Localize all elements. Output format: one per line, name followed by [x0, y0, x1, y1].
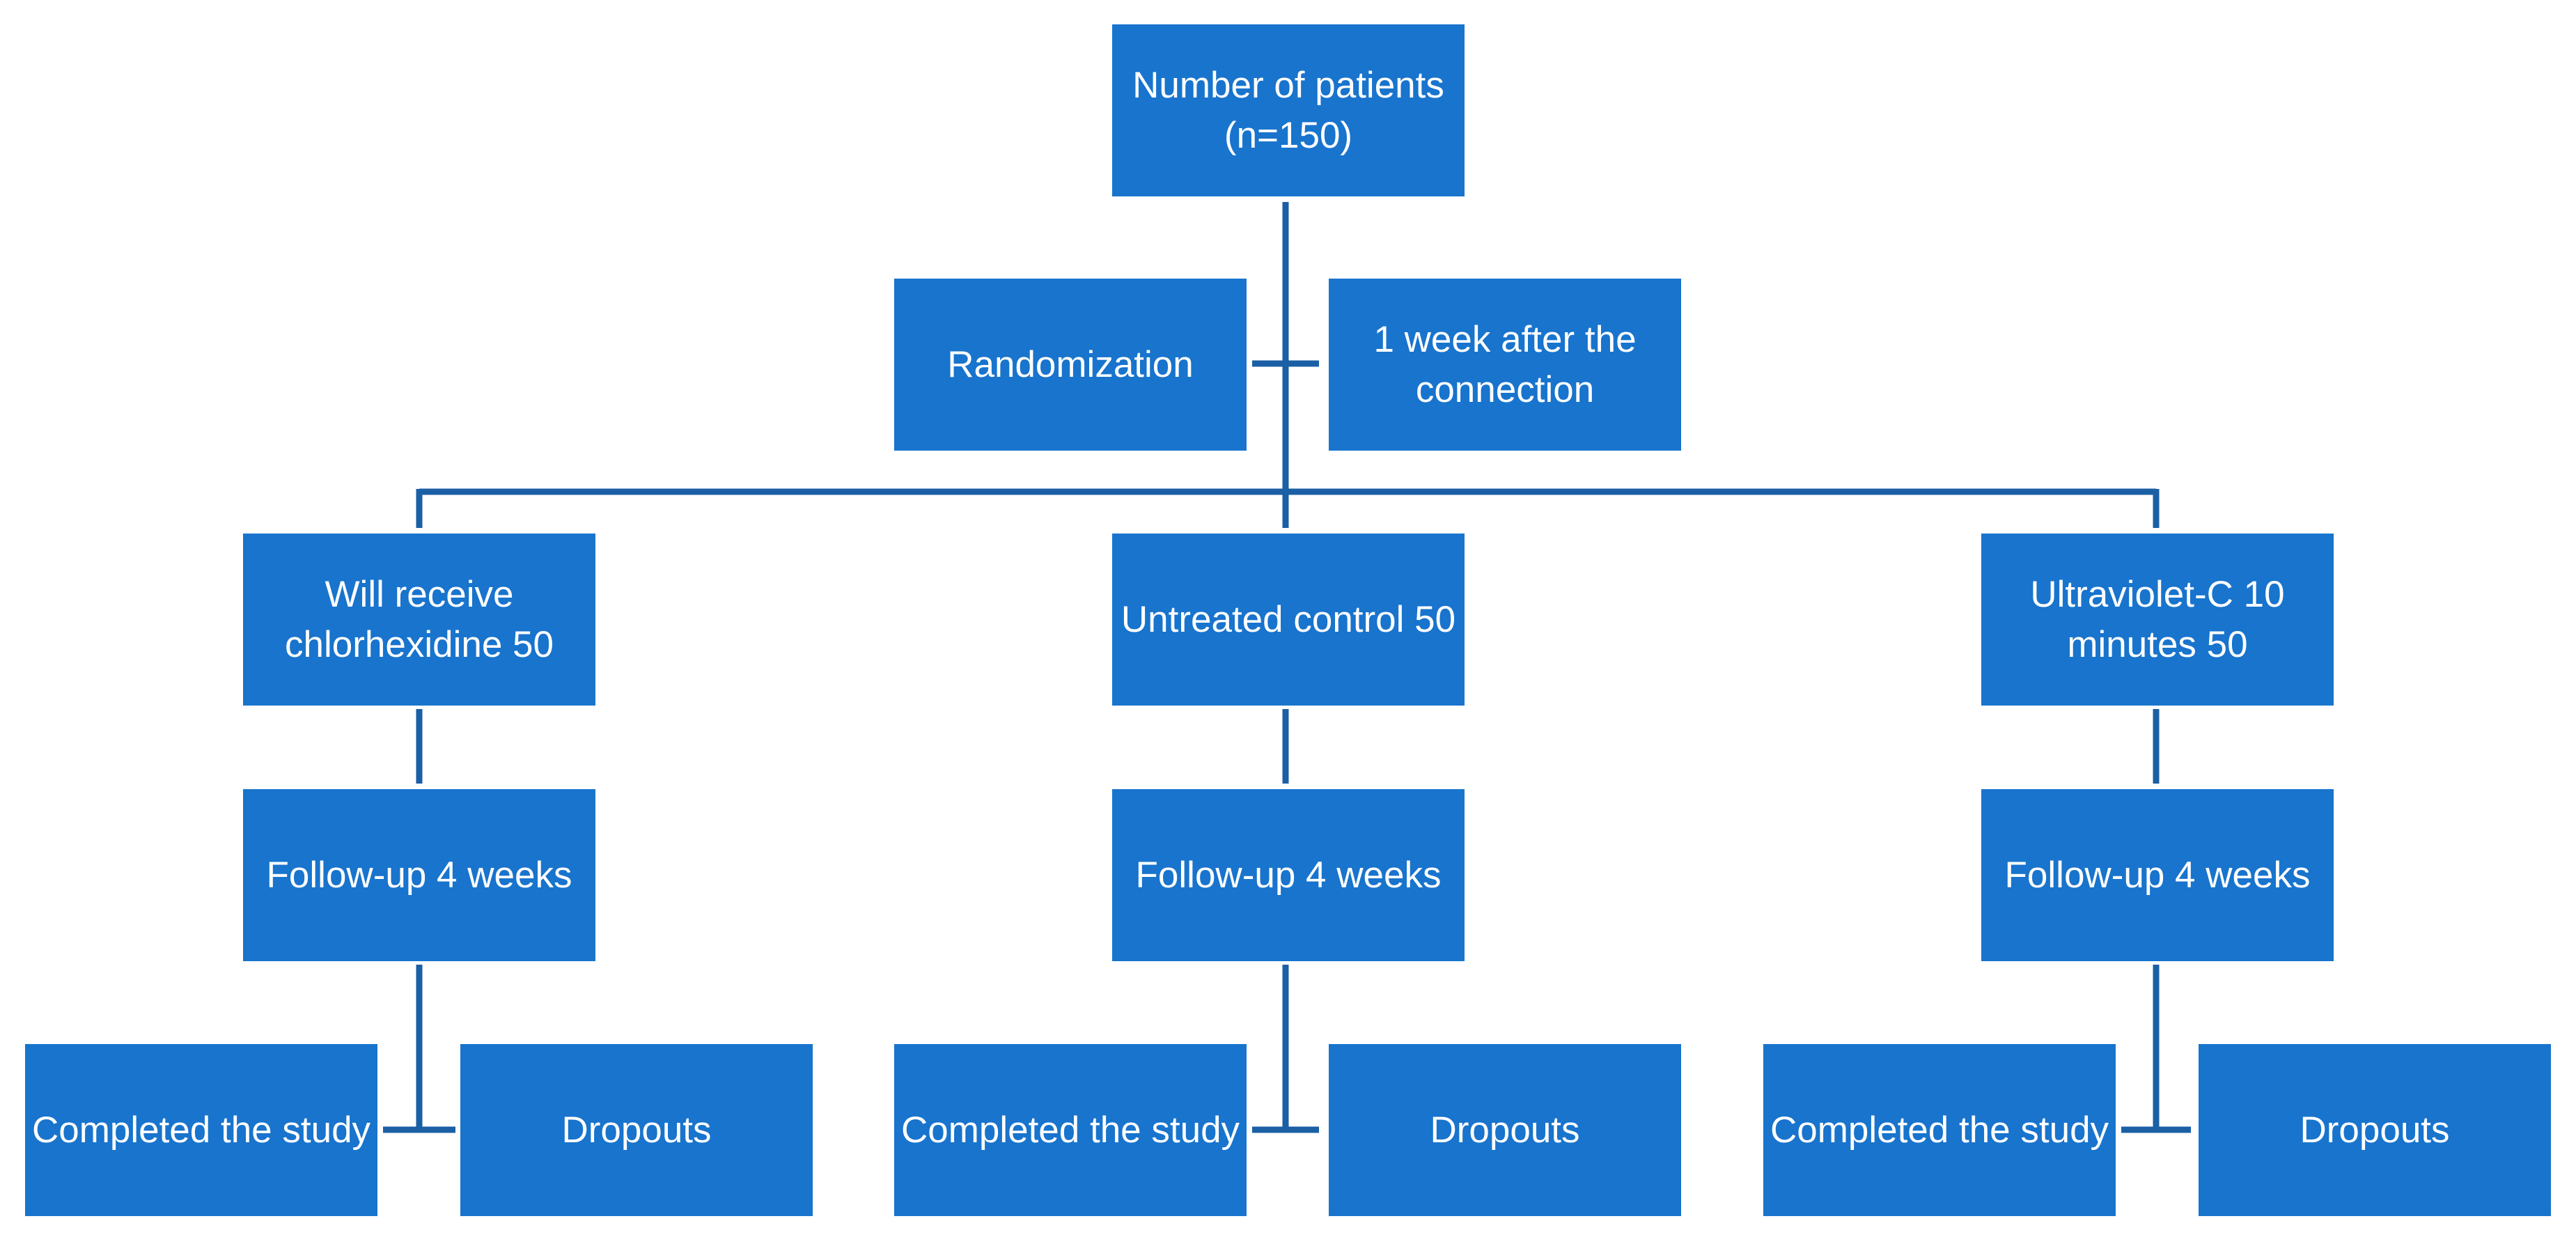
timing-node: 1 week after the connection: [1329, 279, 1681, 451]
dropouts-label-1: Dropouts: [561, 1109, 712, 1151]
arm-ultraviolet-c-label: Ultraviolet-C 10 minutes 50: [2030, 573, 2285, 665]
root-node: Number of patients (n=150): [1112, 24, 1465, 196]
root-node-label: Number of patients (n=150): [1132, 64, 1444, 156]
followup-node-1: Follow-up 4 weeks: [243, 789, 595, 961]
dropouts-label-2: Dropouts: [1430, 1109, 1580, 1151]
followup-node-2: Follow-up 4 weeks: [1112, 789, 1465, 961]
completed-label-1: Completed the study: [31, 1109, 371, 1151]
completed-node-3: Completed the study: [1763, 1044, 2116, 1216]
completed-label-3: Completed the study: [1770, 1109, 2109, 1151]
followup-label-2: Follow-up 4 weeks: [1135, 854, 1442, 896]
dropouts-node-1: Dropouts: [460, 1044, 813, 1216]
followup-node-3: Follow-up 4 weeks: [1981, 789, 2334, 961]
randomization-node: Randomization: [894, 279, 1247, 451]
arm-chlorhexidine-node: Will receive chlorhexidine 50: [243, 534, 595, 706]
arm-ultraviolet-c-node: Ultraviolet-C 10 minutes 50: [1981, 534, 2334, 706]
arm-untreated-control-label: Untreated control 50: [1121, 598, 1456, 640]
followup-label-3: Follow-up 4 weeks: [2004, 854, 2311, 896]
completed-label-2: Completed the study: [900, 1109, 1240, 1151]
dropouts-node-2: Dropouts: [1329, 1044, 1681, 1216]
completed-node-1: Completed the study: [25, 1044, 377, 1216]
dropouts-label-3: Dropouts: [2300, 1109, 2450, 1151]
timing-node-label: 1 week after the connection: [1373, 318, 1637, 410]
followup-label-1: Follow-up 4 weeks: [266, 854, 572, 896]
randomization-node-label: Randomization: [947, 343, 1194, 385]
completed-node-2: Completed the study: [894, 1044, 1247, 1216]
dropouts-node-3: Dropouts: [2199, 1044, 2551, 1216]
arm-chlorhexidine-label: Will receive chlorhexidine 50: [285, 573, 554, 665]
arm-untreated-control-node: Untreated control 50: [1112, 534, 1465, 706]
